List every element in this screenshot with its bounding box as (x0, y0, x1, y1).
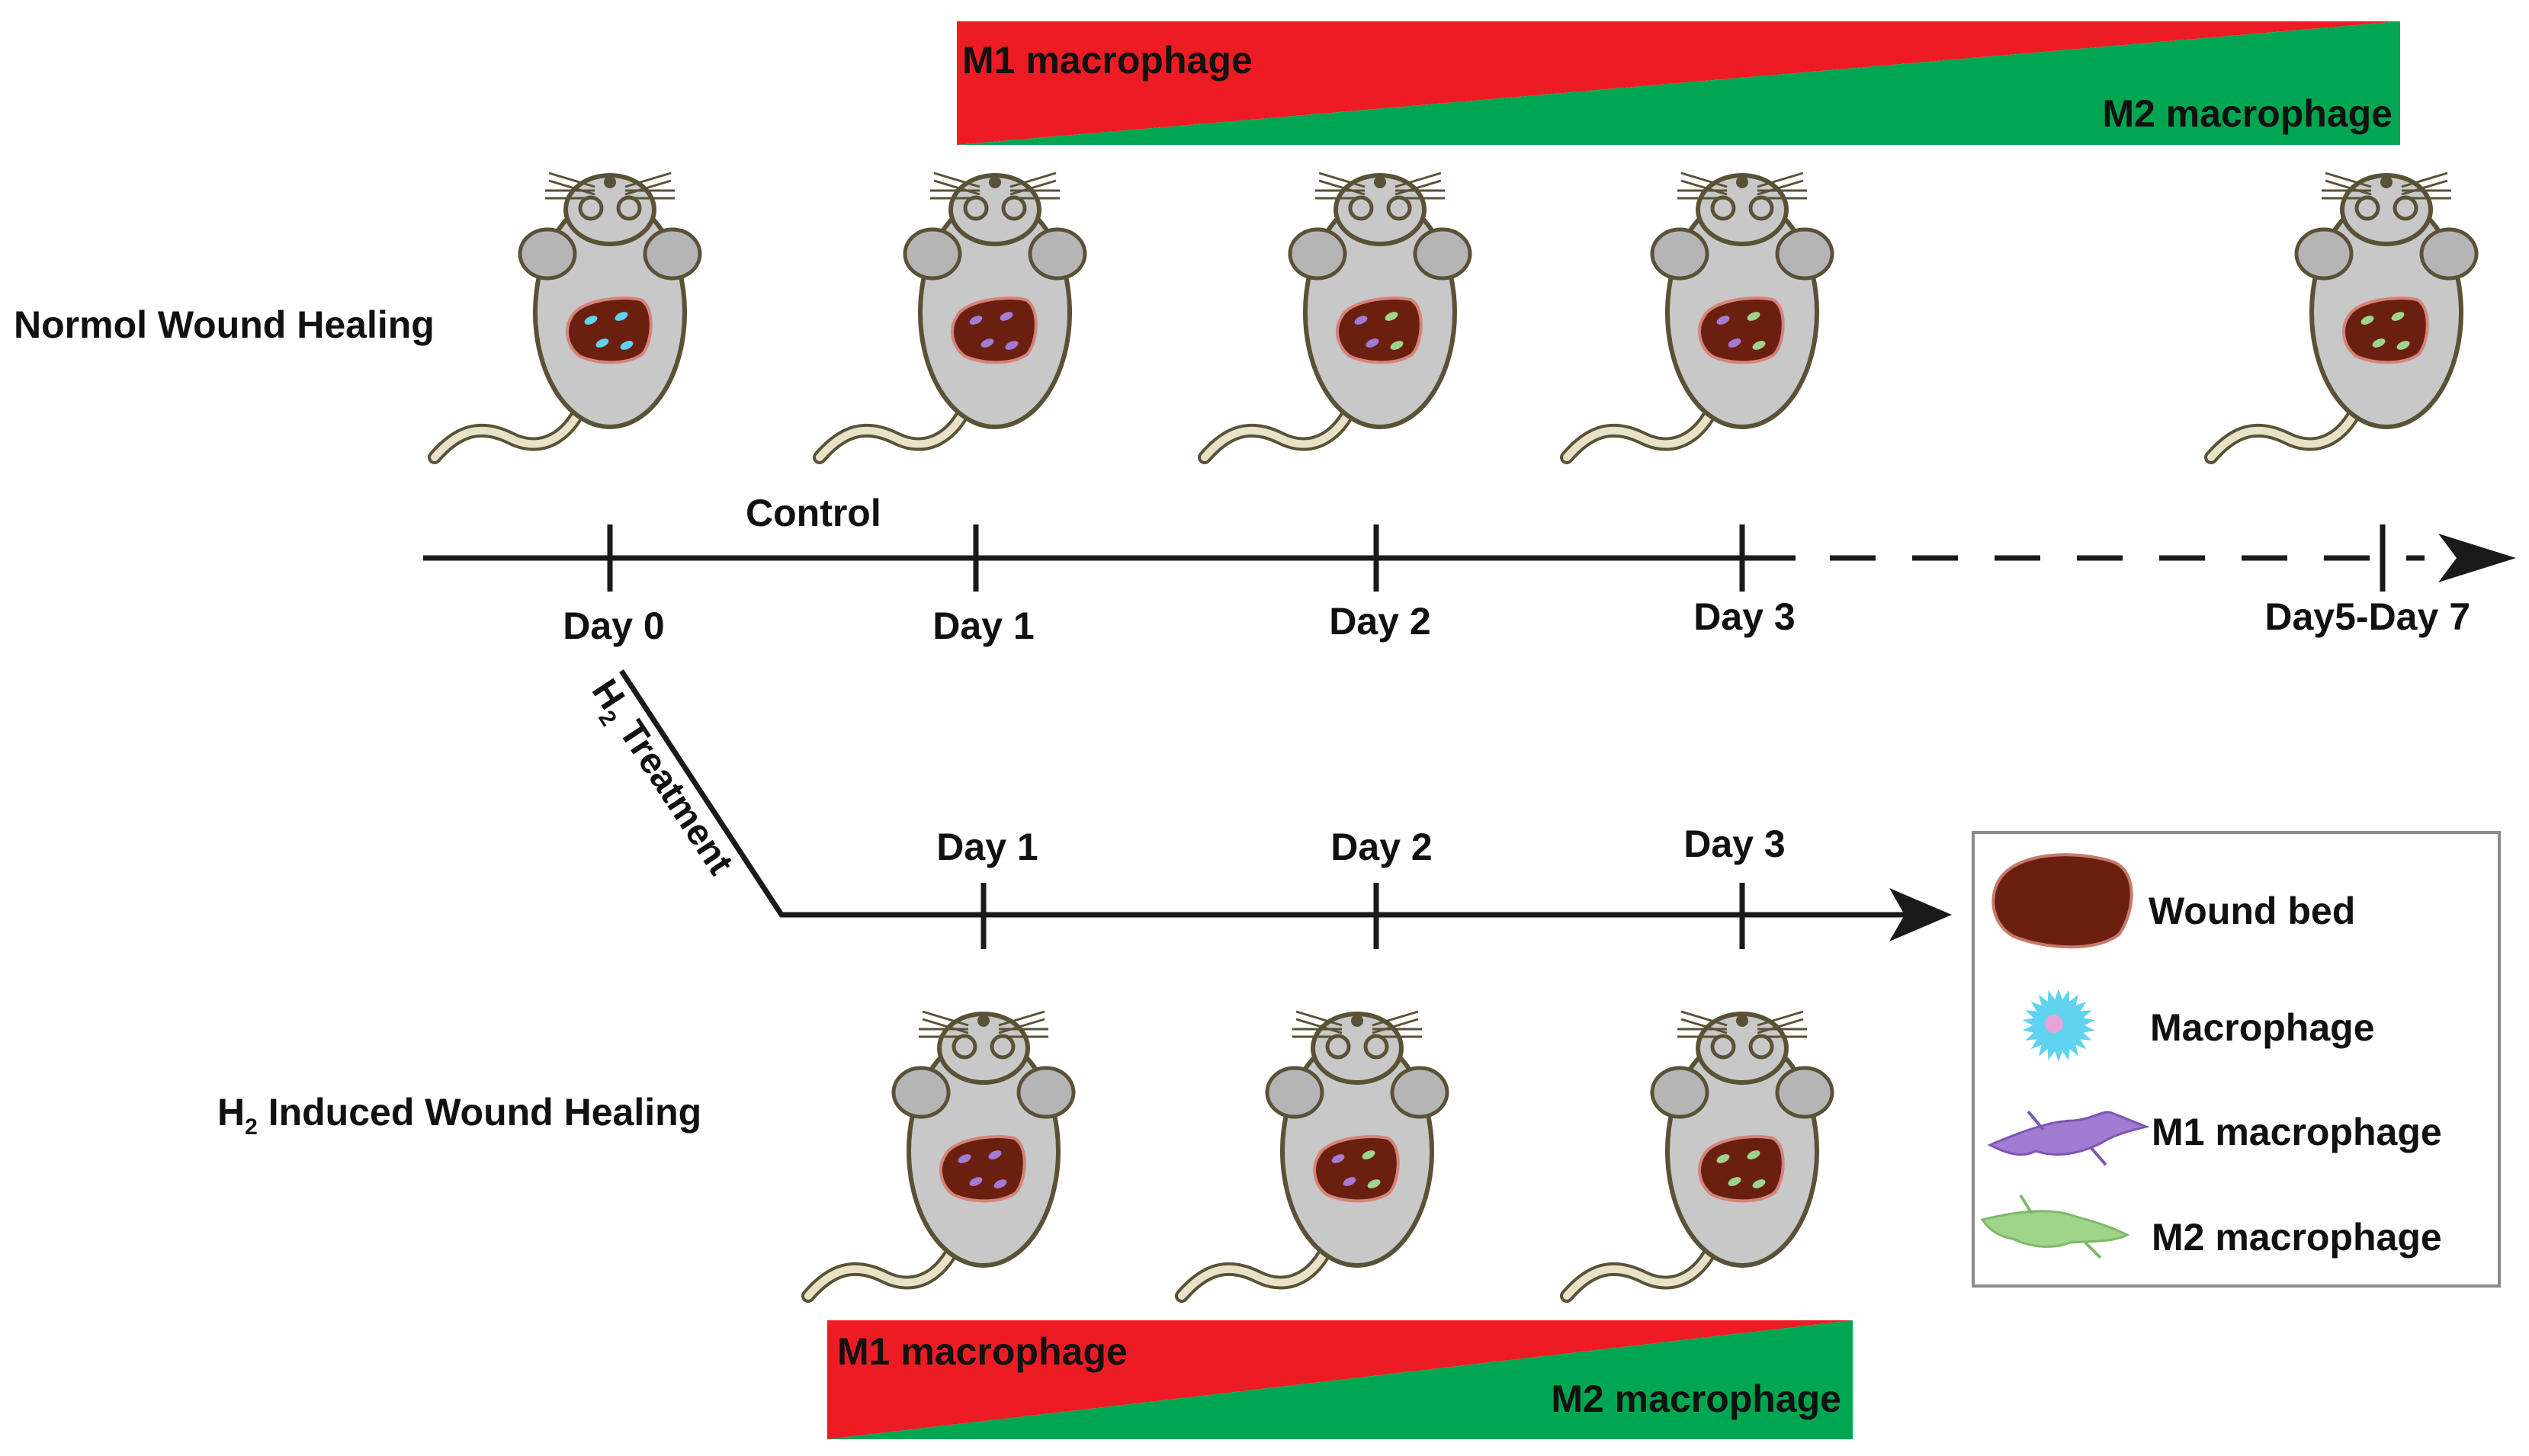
bottom-day-label: Day 3 (1683, 823, 1785, 865)
mouse-illustration (1198, 172, 1472, 464)
h2-row-text: Induced Wound Healing (258, 1091, 701, 1134)
top-day-label: Day 2 (1329, 600, 1430, 643)
h2-treatment-text: Treatment (605, 705, 741, 882)
legend-label: Wound bed (2149, 890, 2355, 932)
bottom-macrophage-gradient: M1 macrophage M2 macrophage (827, 1320, 1853, 1439)
wound-bed-icon (1336, 297, 1423, 364)
macrophage-icon (2022, 989, 2095, 1062)
bottom-m1-label: M1 macrophage (837, 1330, 1128, 1373)
m2-macrophage-icon (1980, 1194, 2130, 1259)
top-day-label: Day 0 (563, 605, 664, 647)
top-m2-wedge (957, 21, 2400, 145)
top-timeline-arrowhead (2438, 534, 2516, 582)
mouse-illustration (801, 1010, 1076, 1303)
top-m1-label: M1 macrophage (962, 39, 1253, 82)
wound-bed-icon (1698, 297, 1785, 364)
legend: Wound bed Macrophage M1 macrophage M2 ma… (1972, 831, 2501, 1288)
top-macrophage-gradient: M1 macrophage M2 macrophage (957, 21, 2400, 145)
wound-bed-icon (1698, 1135, 1785, 1203)
svg-text:H2 Treatment: H2 Treatment (579, 672, 740, 885)
bottom-day-label: Day 2 (1330, 826, 1432, 868)
wound-bed-icon (2342, 297, 2429, 364)
top-timeline: Day 0 Day 1 Day 2 Day 3 Day5-Day 7 (423, 524, 2516, 647)
mice-layer (428, 172, 2479, 1303)
h2-branch-line (619, 669, 1914, 918)
mouse-illustration (2204, 172, 2479, 464)
bottom-m2-wedge (827, 1320, 1853, 1439)
wound-bed-icon (1313, 1135, 1400, 1203)
wound-bed-icon (566, 297, 653, 364)
bottom-day-label: Day 1 (936, 826, 1038, 868)
h2-row-sub: 2 (245, 1114, 258, 1140)
wound-bed-icon (951, 297, 1038, 364)
h2-treatment-branch: Day 1 Day 2 Day 3 H2 Treatment (579, 669, 1952, 949)
h2-row-h: H (217, 1091, 245, 1134)
mouse-illustration (428, 172, 702, 464)
m1-macrophage-icon (1987, 1110, 2150, 1166)
h2-treatment-label: H2 Treatment (579, 672, 741, 885)
legend-label: M2 macrophage (2152, 1216, 2442, 1259)
mouse-illustration (813, 172, 1087, 464)
control-label: Control (746, 492, 881, 534)
mouse-illustration (1175, 1010, 1449, 1303)
top-m2-label: M2 macrophage (2102, 92, 2393, 135)
top-day-label: Day5-Day 7 (2264, 595, 2470, 638)
wound-bed-icon (1991, 853, 2133, 949)
mouse-illustration (1560, 1010, 1834, 1303)
mouse-illustration (1560, 172, 1834, 464)
legend-box (1972, 831, 2501, 1288)
h2-healing-label: H2 Induced Wound Healing (217, 1091, 701, 1140)
legend-label: M1 macrophage (2152, 1111, 2442, 1153)
wound-bed-icon (939, 1135, 1026, 1203)
legend-label: Macrophage (2150, 1006, 2375, 1049)
bottom-m2-label: M2 macrophage (1551, 1377, 1841, 1420)
bottom-timeline-arrowhead (1889, 888, 1952, 941)
top-day-label: Day 3 (1693, 595, 1795, 638)
normal-healing-label: Normol Wound Healing (14, 303, 435, 346)
top-day-label: Day 1 (932, 605, 1034, 647)
